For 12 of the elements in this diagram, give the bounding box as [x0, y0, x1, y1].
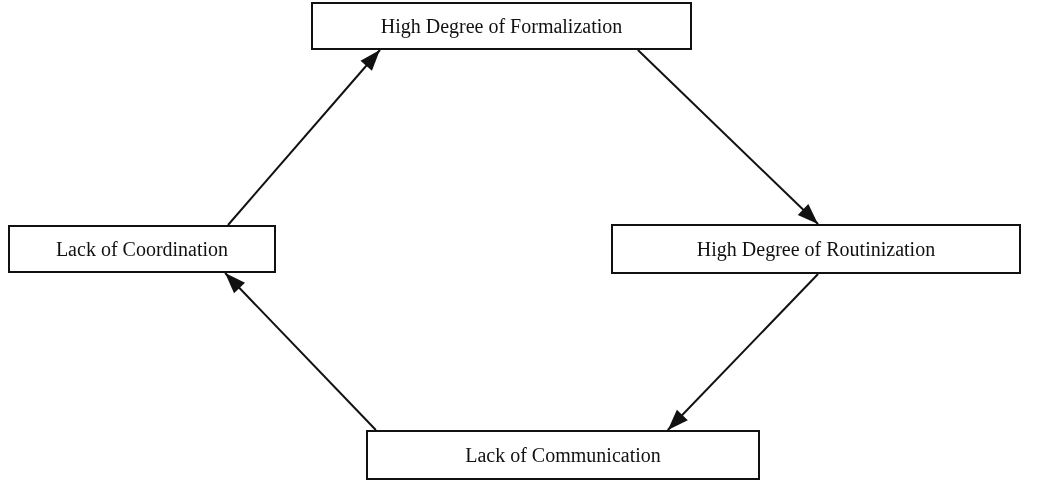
process-box — [8, 225, 276, 273]
box-label: Lack of Coordination — [55, 237, 229, 261]
arrow — [636, 49, 820, 225]
box-label: Lack of Communication — [465, 443, 661, 467]
box-label: High Degree of Formalization — [380, 14, 623, 38]
arrow — [666, 273, 820, 431]
process-box — [366, 430, 760, 480]
box-label: High Degree of Routinization — [696, 237, 936, 261]
arrow — [224, 272, 377, 431]
process-box — [611, 224, 1021, 274]
arrow — [227, 49, 381, 226]
process-box — [311, 2, 692, 50]
